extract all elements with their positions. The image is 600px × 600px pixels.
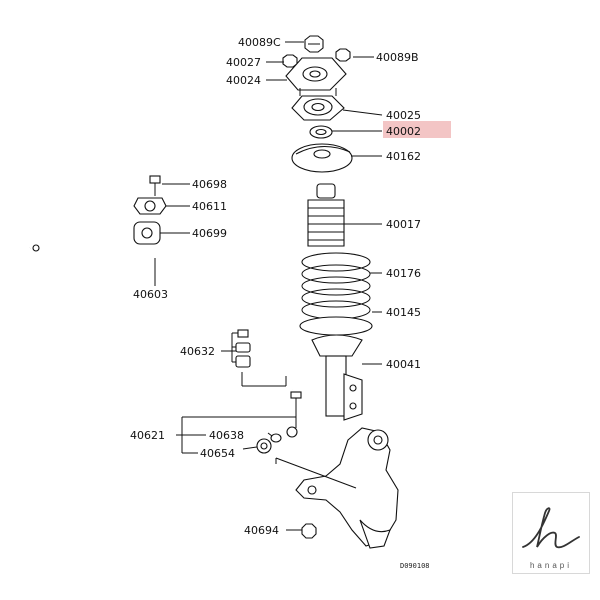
part-label-40698: 40698 [192,178,227,191]
part-label-40603: 40603 [133,288,168,301]
part-label-40632: 40632 [180,345,215,358]
strut-assembly [311,334,363,421]
lower-spring-seat [299,316,373,336]
part-label-40145: 40145 [386,306,421,319]
part-label-40089b: 40089B [376,51,419,64]
upper-spring-seat [291,143,353,173]
part-label-40638: 40638 [209,429,244,442]
part-label-40024: 40024 [226,74,261,87]
bracket-bolt [149,175,161,196]
part-label-40699: 40699 [192,227,227,240]
dust-boot [307,183,345,247]
part-label-40621: 40621 [130,429,165,442]
strut-insulator [291,88,345,121]
diagram-reference-code: D090108 [400,562,430,570]
brand-logo: hanapi [512,492,590,574]
leader-lines [154,41,383,531]
part-label-40611: 40611 [192,200,227,213]
part-label-40089c: 40089C [238,36,281,49]
part-label-40162: 40162 [386,150,421,163]
stabilizer-bar [27,228,295,391]
signature-mark-icon [522,507,580,549]
nut-top [304,35,324,53]
part-label-40027: 40027 [226,56,261,69]
part-label-40002: 40002 [386,125,421,138]
link-o-ring [270,433,282,443]
stabilizer-link [286,391,302,438]
part-label-40654: 40654 [200,447,235,460]
steering-knuckle [295,427,399,549]
strut-bearing [309,125,333,139]
part-label-40176: 40176 [386,267,421,280]
link-bushings [235,329,251,368]
brand-name: hanapi [529,561,573,570]
part-label-40694: 40694 [244,524,279,537]
stabilizer-bracket [133,197,167,215]
coil-spring [301,252,371,320]
mount-plate [285,57,347,91]
knuckle-nut [301,523,317,539]
part-label-40025: 40025 [386,109,421,122]
part-label-40017: 40017 [386,218,421,231]
nut-right [335,48,351,62]
highlight-box [383,121,451,138]
stabilizer-bushing [133,221,161,245]
link-boot [256,438,272,454]
part-label-40041: 40041 [386,358,421,371]
